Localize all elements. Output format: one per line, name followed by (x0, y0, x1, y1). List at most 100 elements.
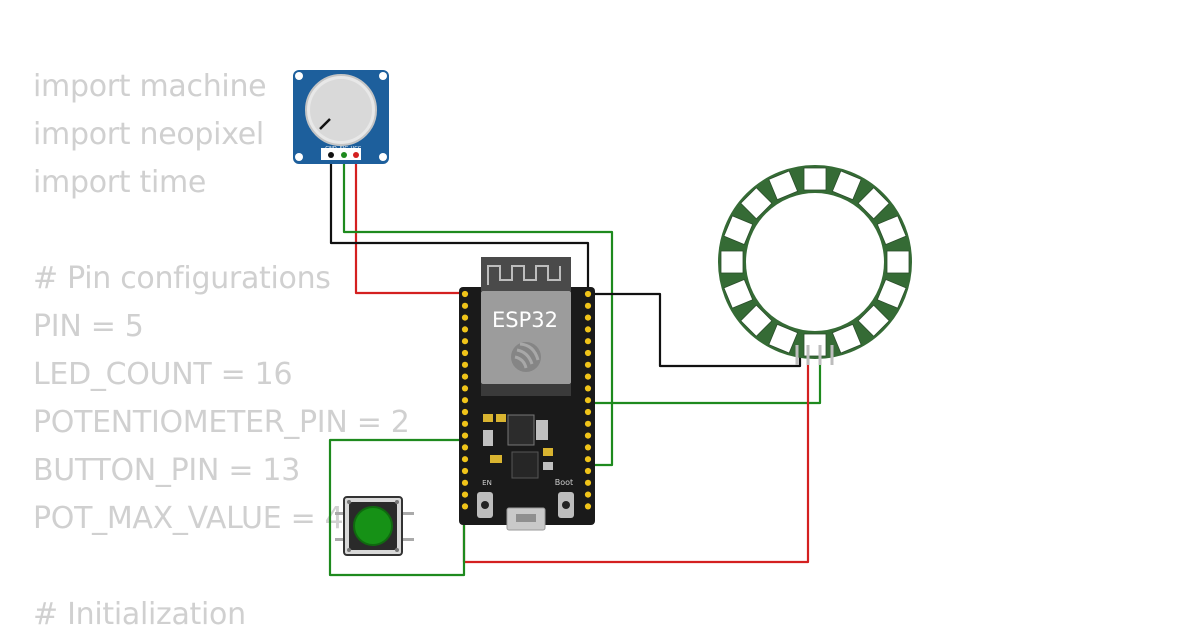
header-pin[interactable] (461, 326, 469, 333)
code-line: LED_COUNT = 16 (33, 357, 293, 392)
pot-knob-indicator (319, 118, 331, 130)
button-corner (347, 500, 351, 504)
antenna-trace (487, 265, 561, 285)
wire-ring-gnd[interactable] (588, 292, 802, 368)
ring-leds (720, 167, 910, 357)
pot-pin-gnd[interactable] (328, 152, 334, 158)
espressif-logo-icon (511, 342, 541, 372)
boot-label: Boot (555, 478, 573, 487)
usb-port-opening (516, 514, 536, 522)
pot-mount-hole (295, 72, 303, 80)
button-corner (395, 500, 399, 504)
pot-mount-hole (295, 153, 303, 161)
code-line: BUTTON_PIN = 13 (33, 453, 300, 488)
header-pin[interactable] (584, 290, 592, 298)
header-pin[interactable] (584, 444, 592, 451)
wire-button[interactable] (328, 438, 466, 577)
usb-uart-chip (511, 451, 539, 479)
potentiometer[interactable]: GND SIG VCC (293, 70, 389, 164)
esp32-antenna (481, 257, 571, 291)
neopixel-ring[interactable] (718, 165, 912, 365)
code-line: import time (33, 165, 207, 200)
esp32-board[interactable]: ESP32 EN (459, 257, 595, 531)
header-pin[interactable] (461, 503, 469, 510)
header-pin[interactable] (584, 314, 592, 321)
header-pin[interactable] (584, 479, 592, 486)
header-pin[interactable] (461, 349, 469, 357)
button-corner (395, 548, 399, 552)
ring-led (723, 215, 754, 246)
ring-led (886, 250, 910, 274)
push-button[interactable] (335, 496, 414, 556)
ring-led (831, 170, 862, 201)
header-pin[interactable] (584, 432, 592, 439)
header-pin[interactable] (461, 491, 469, 498)
ring-led (740, 187, 773, 220)
header-pin[interactable] (461, 408, 469, 416)
code-line: POT_MAX_VALUE = 4 (33, 501, 344, 536)
header-pin[interactable] (461, 361, 469, 368)
header-pin[interactable] (461, 456, 469, 463)
pot-mount-hole (379, 72, 387, 80)
code-line: import neopixel (33, 117, 264, 152)
ring-led (723, 278, 754, 309)
header-pin[interactable] (461, 302, 469, 309)
code-line: import machine (33, 69, 267, 104)
chip-label: ESP32 (492, 308, 558, 332)
button-leg (335, 512, 345, 515)
header-pin[interactable] (584, 326, 592, 333)
header-pin[interactable] (461, 338, 469, 345)
en-button-cap (481, 501, 489, 509)
wire-pot-sig[interactable] (342, 156, 614, 467)
header-pin[interactable] (584, 456, 592, 463)
esp32-shield (481, 291, 571, 384)
smd-component (483, 414, 493, 422)
header-pin[interactable] (584, 503, 592, 510)
header-pin[interactable] (584, 385, 592, 392)
header-pin[interactable] (461, 314, 469, 321)
header-pin[interactable] (584, 467, 592, 475)
header-pin[interactable] (584, 373, 592, 380)
ring-led (768, 323, 799, 354)
pot-knob-face (310, 79, 372, 141)
boot-button-cap (562, 501, 570, 509)
pot-pin-sig[interactable] (341, 152, 347, 158)
ring-led (876, 278, 907, 309)
ring-led (740, 304, 773, 337)
wire-pot-gnd[interactable] (329, 156, 590, 294)
header-pin[interactable] (461, 444, 469, 451)
code-line: # Pin configurations (33, 261, 331, 296)
wire-pot-vcc[interactable] (354, 156, 470, 295)
button-cap[interactable] (353, 506, 393, 546)
header-pin[interactable] (584, 349, 592, 357)
header-pin[interactable] (461, 373, 469, 380)
pot-pin-label: VCC (351, 146, 362, 152)
header-pin[interactable] (584, 408, 592, 416)
header-pin[interactable] (461, 432, 469, 439)
header-pin[interactable] (461, 290, 469, 298)
pot-pin-vcc[interactable] (353, 152, 359, 158)
code-line: # Initialization (33, 597, 246, 630)
smd-component (496, 414, 506, 422)
header-pin[interactable] (584, 302, 592, 309)
ring-led (876, 215, 907, 246)
pot-pin-label: GND (325, 146, 337, 152)
button-leg (335, 538, 345, 541)
smd-component (543, 462, 553, 470)
pot-pin-label: SIG (340, 146, 349, 152)
header-pin[interactable] (584, 361, 592, 368)
header-pin[interactable] (584, 420, 592, 427)
code-line: POTENTIOMETER_PIN = 2 (33, 405, 410, 440)
header-pin[interactable] (584, 338, 592, 345)
header-pin[interactable] (584, 397, 592, 404)
header-pin[interactable] (461, 420, 469, 427)
shield-pads (481, 384, 571, 396)
header-pin[interactable] (461, 479, 469, 486)
wire-ring-din[interactable] (588, 356, 822, 405)
header-pin[interactable] (461, 467, 469, 475)
header-pin[interactable] (584, 491, 592, 498)
header-pin[interactable] (461, 397, 469, 404)
header-pin[interactable] (461, 385, 469, 392)
